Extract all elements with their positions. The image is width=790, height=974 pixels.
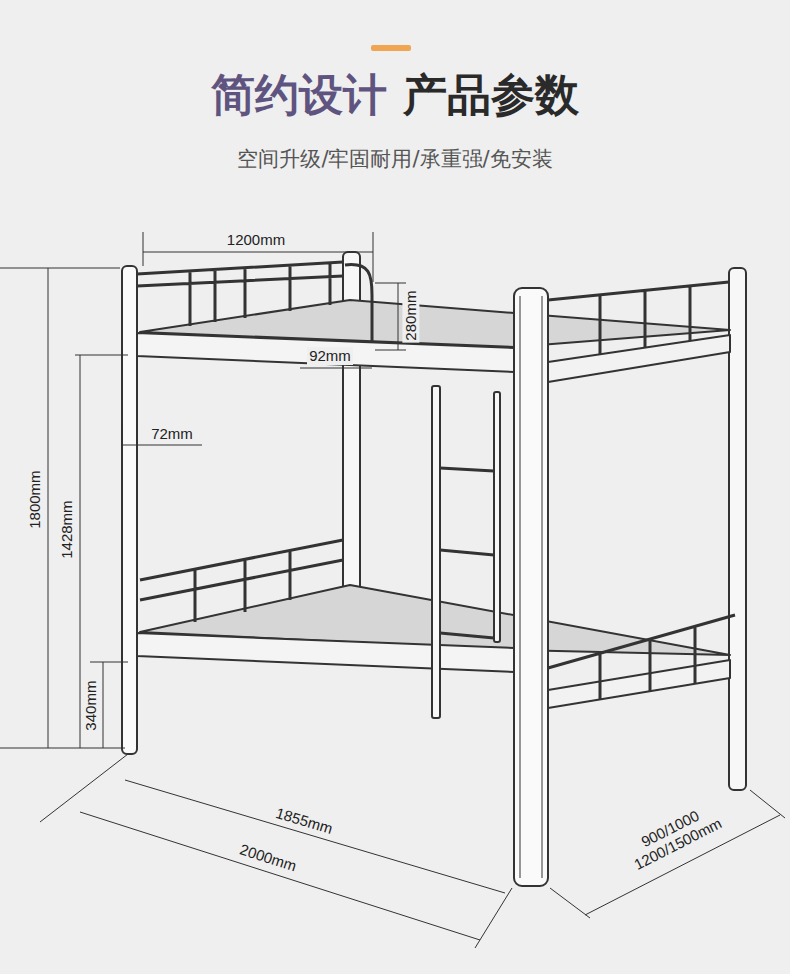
dimension-1855 (125, 780, 505, 893)
dimension-label: 1800mm (25, 469, 42, 531)
dimension-label: 2000mm (236, 840, 301, 875)
lower-front-rail (137, 633, 514, 672)
lower-right-end-rail (548, 660, 730, 708)
ladder-rungs (440, 468, 494, 638)
dimension-label: 280mm (402, 289, 419, 343)
bed-drawing (122, 252, 746, 886)
dimension-1428 (75, 355, 128, 748)
lower-left-guardrail (140, 540, 343, 622)
dimension-2000 (80, 812, 480, 940)
dimension-group (0, 232, 785, 948)
upper-right-guardrail (548, 282, 729, 354)
dimension-label: 900/1000 1200/1500mm (620, 797, 728, 875)
dimension-1200 (143, 232, 373, 282)
dimension-280 (375, 283, 406, 350)
back-right-post (729, 268, 746, 790)
front-right-post (514, 288, 548, 886)
dimension-72 (122, 425, 202, 446)
dimension-label: 1200mm (225, 231, 287, 248)
post-detail (520, 296, 542, 878)
extension-lines (40, 754, 785, 948)
ladder-rail (432, 386, 440, 718)
subtitle: 空间升级/牢固耐用/承重强/免安装 (0, 145, 790, 173)
dimension-92 (300, 368, 372, 369)
dimension-label: 340mm (82, 679, 99, 733)
page-title: 简约设计 产品参数 (0, 66, 790, 125)
upper-right-end-rail (548, 335, 730, 382)
upper-left-guardrail (137, 262, 372, 345)
dimension-label: 92mm (307, 347, 353, 364)
dimension-1800 (0, 268, 125, 748)
dimension-label: 72mm (149, 425, 195, 442)
front-left-post (122, 266, 137, 754)
accent-bar (371, 45, 411, 51)
ladder-rail (494, 392, 500, 642)
lower-right-guardrail (548, 615, 735, 700)
upper-front-rail (137, 333, 514, 372)
dimension-label: 1428mm (57, 499, 74, 561)
